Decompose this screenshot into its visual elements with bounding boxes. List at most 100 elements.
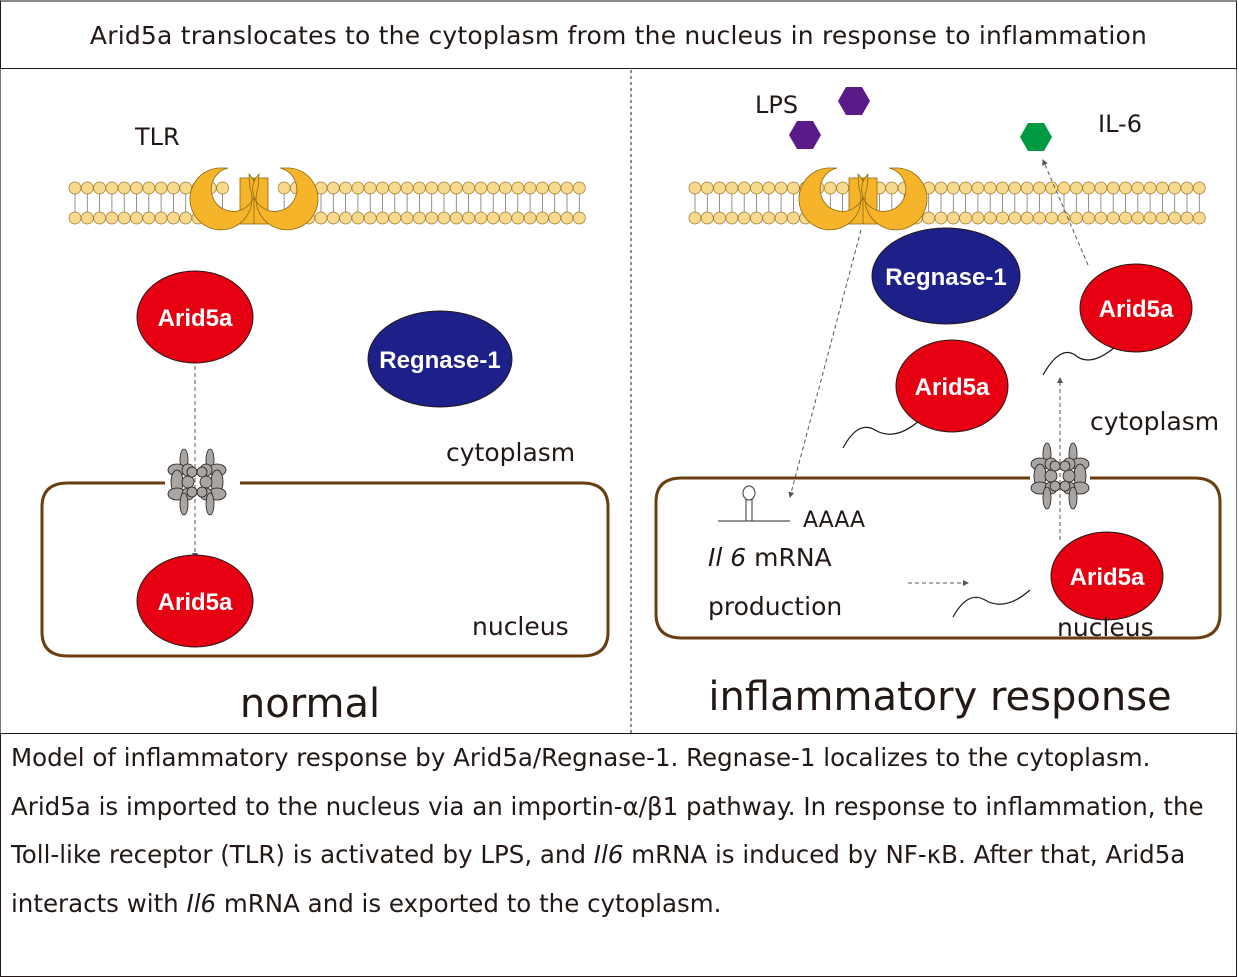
- lipid-head: [339, 211, 352, 225]
- tlr-receptor-left: [189, 167, 319, 231]
- lipid-head: [713, 211, 726, 225]
- lipid-head: [536, 181, 549, 195]
- lipid-head: [548, 181, 562, 195]
- lipid-head: [688, 181, 702, 195]
- lipid-head: [80, 181, 94, 195]
- lipid-head: [1008, 211, 1022, 225]
- lipid-head: [486, 211, 500, 225]
- lipid-head: [774, 211, 788, 225]
- lipid-head: [996, 211, 1009, 225]
- lipid-head: [1057, 181, 1071, 195]
- lipid-head: [737, 181, 751, 195]
- nuclear-pore-right: [1030, 442, 1090, 510]
- lipid-head: [388, 181, 402, 195]
- arid5a-nucleus-right: Arid5a: [952, 531, 1164, 621]
- lipid-head: [376, 211, 389, 225]
- lipid-head: [1008, 181, 1022, 195]
- lipid-head: [154, 211, 168, 225]
- lipid-head: [1192, 181, 1206, 195]
- pore-subunit: [179, 492, 189, 516]
- lipid-head: [486, 181, 500, 195]
- arid5a-cytoplasm-left: Arid5a: [136, 270, 254, 364]
- lipid-head: [117, 211, 131, 225]
- svg-text:Arid5a: Arid5a: [158, 305, 233, 332]
- lipid-head: [105, 211, 119, 225]
- il6-molecule-icon: [1020, 123, 1052, 151]
- svg-text:Regnase-1: Regnase-1: [885, 264, 1006, 291]
- lipid-head: [922, 211, 936, 225]
- pore-subunit: [186, 466, 198, 478]
- pore-subunit: [1049, 480, 1061, 492]
- lipid-head: [725, 181, 739, 195]
- left-panel: TLR Arid5a Regnase-1 cytoplasm Arid5a nu…: [40, 123, 610, 727]
- lipid-head: [713, 181, 726, 195]
- lipid-head: [523, 211, 537, 225]
- nucleus-envelope-left: [40, 481, 610, 658]
- lipid-head: [1033, 211, 1046, 225]
- lipid-head: [167, 211, 180, 225]
- lipid-head: [1020, 211, 1034, 225]
- lipid-head: [523, 181, 537, 195]
- il6-mrna-structure: [718, 485, 790, 522]
- lipid-head: [400, 211, 414, 225]
- lipid-head: [750, 181, 763, 195]
- lipid-head: [983, 211, 997, 225]
- lipid-head: [959, 211, 972, 225]
- regnase-1-left: Regnase-1: [367, 310, 513, 408]
- gene-name: Il6: [186, 888, 217, 918]
- lipid-head: [700, 181, 714, 195]
- arid5a-exporting: Arid5a: [1042, 263, 1193, 376]
- lipid-head: [1082, 211, 1095, 225]
- lipid-head: [339, 181, 352, 195]
- pore-subunit: [1059, 460, 1071, 472]
- lipid-head: [971, 181, 985, 195]
- lipid-head: [413, 211, 426, 225]
- lipid-head: [1033, 181, 1046, 195]
- pore-subunit: [1044, 469, 1058, 483]
- lipid-head: [1119, 211, 1132, 225]
- lipid-head: [996, 181, 1009, 195]
- lipid-head: [725, 211, 739, 225]
- il6-mrna-label: Il 6 mRNA: [708, 543, 832, 572]
- lipid-head: [959, 181, 972, 195]
- lipid-head: [536, 211, 549, 225]
- lipid-head: [425, 211, 439, 225]
- lipid-head: [1180, 211, 1194, 225]
- lipid-head: [548, 211, 562, 225]
- pore-subunit: [1059, 480, 1071, 492]
- lps-molecule-icon: [838, 87, 870, 115]
- lps-molecule-icon: [789, 121, 821, 149]
- nucleus-label-left: nucleus: [472, 612, 569, 641]
- lipid-head: [80, 211, 94, 225]
- lipid-head: [1119, 181, 1132, 195]
- lipid-head: [400, 181, 414, 195]
- lipid-head: [1168, 211, 1182, 225]
- lipid-head: [1094, 211, 1108, 225]
- pore-subunit: [186, 486, 198, 498]
- lipid-head: [560, 181, 574, 195]
- nucleus-envelope-right: [654, 476, 1222, 640]
- pore-subunit: [181, 475, 195, 489]
- lipid-head: [363, 181, 377, 195]
- secretion-arrow: [1042, 159, 1089, 266]
- lipid-head: [1069, 181, 1083, 195]
- lipid-head: [688, 211, 702, 225]
- lipid-head: [105, 181, 119, 195]
- lipid-head: [787, 181, 800, 195]
- lipid-head: [1143, 211, 1157, 225]
- lipid-head: [572, 181, 586, 195]
- lipid-head: [474, 211, 488, 225]
- lipid-head: [117, 181, 131, 195]
- pore-subunit: [1062, 469, 1076, 483]
- cytoplasm-label-right: cytoplasm: [1090, 407, 1219, 436]
- lipid-head: [179, 211, 193, 225]
- tlr-label: TLR: [134, 123, 180, 151]
- lipid-head: [762, 211, 776, 225]
- svg-text:Arid5a: Arid5a: [1070, 564, 1145, 591]
- lipid-head: [142, 181, 156, 195]
- lipid-head: [462, 211, 475, 225]
- lipid-head: [946, 181, 960, 195]
- lipid-head: [130, 181, 143, 195]
- lipid-head: [1156, 181, 1169, 195]
- lipid-head: [425, 181, 439, 195]
